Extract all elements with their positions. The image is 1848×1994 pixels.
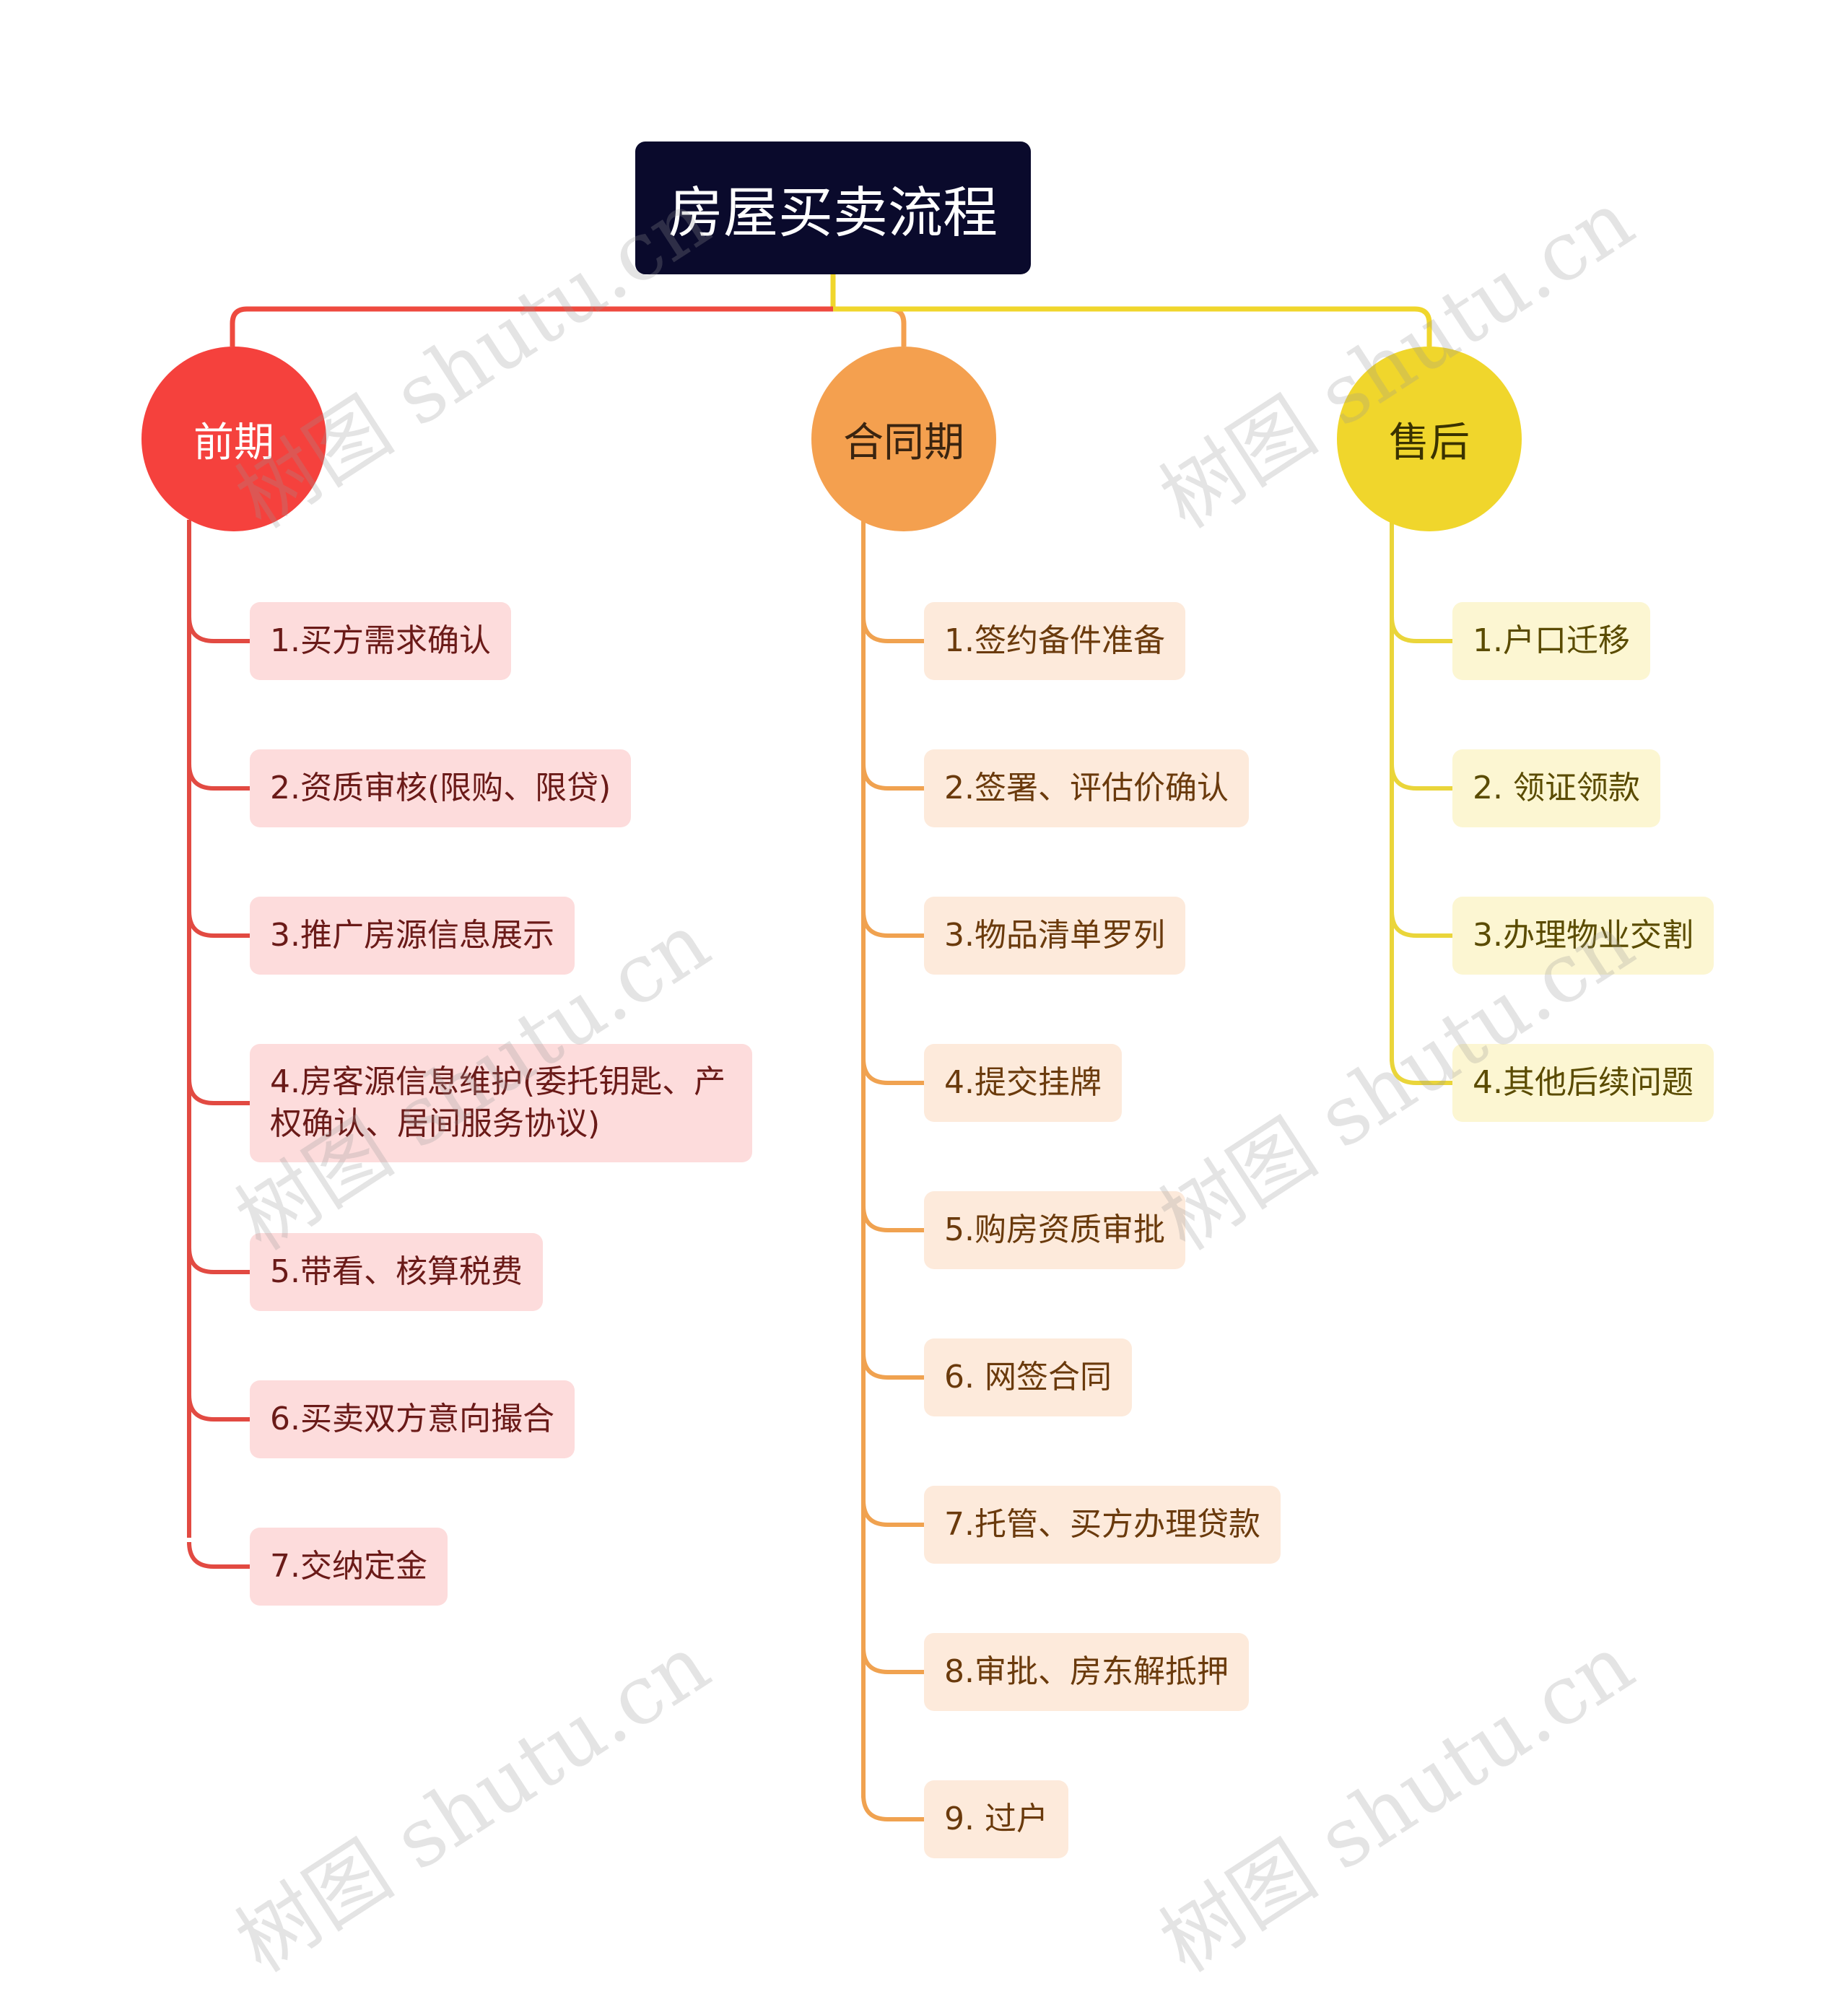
leaf-label: 3.物品清单罗列 [944, 917, 1165, 954]
leaf-node[interactable]: 3.办理物业交割 [1452, 897, 1714, 975]
leaf-label: 5.购房资质审批 [944, 1211, 1165, 1248]
leaf-node[interactable]: 2.资质审核(限购、限贷) [250, 749, 632, 827]
leaf-label: 5.带看、核算税费 [270, 1253, 523, 1290]
leaf-node[interactable]: 6.买卖双方意向撮合 [250, 1380, 575, 1458]
branch-label: 合同期 [843, 419, 964, 466]
leaf-label: 1.户口迁移 [1473, 622, 1630, 659]
leaf-label: 1.签约备件准备 [944, 622, 1165, 659]
leaf-label: 2. 领证领款 [1473, 770, 1640, 806]
leaf-node[interactable]: 1.户口迁移 [1452, 602, 1650, 680]
leaf-node[interactable]: 2. 领证领款 [1452, 749, 1660, 827]
leaf-node[interactable]: 2.签署、评估价确认 [924, 749, 1249, 827]
leaf-node[interactable]: 4.提交挂牌 [924, 1044, 1122, 1122]
branch-hetongqi[interactable]: 合同期 [811, 347, 996, 531]
leaf-node[interactable]: 4.房客源信息维护(委托钥匙、产权确认、居间服务协议) [250, 1044, 752, 1162]
leaf-label: 3.推广房源信息展示 [270, 917, 554, 954]
leaf-node[interactable]: 3.推广房源信息展示 [250, 897, 575, 975]
leaf-node[interactable]: 7.交纳定金 [250, 1528, 448, 1606]
branch-shouhou[interactable]: 售后 [1337, 347, 1522, 531]
leaf-node[interactable]: 9. 过户 [924, 1780, 1068, 1858]
leaf-node[interactable]: 6. 网签合同 [924, 1338, 1132, 1416]
leaf-label: 2.签署、评估价确认 [944, 770, 1229, 806]
leaf-label: 6. 网签合同 [944, 1359, 1112, 1396]
leaf-label: 7.交纳定金 [270, 1548, 427, 1585]
branch-label: 前期 [193, 419, 274, 466]
leaf-label: 4.提交挂牌 [944, 1064, 1102, 1101]
leaf-label: 8.审批、房东解抵押 [944, 1653, 1229, 1690]
leaf-node[interactable]: 3.物品清单罗列 [924, 897, 1185, 975]
leaf-label: 7.托管、买方办理贷款 [944, 1506, 1260, 1543]
leaf-node[interactable]: 4.其他后续问题 [1452, 1044, 1714, 1122]
leaf-node[interactable]: 5.购房资质审批 [924, 1191, 1185, 1269]
leaf-label: 9. 过户 [944, 1801, 1048, 1837]
leaf-node[interactable]: 1.签约备件准备 [924, 602, 1185, 680]
leaf-node[interactable]: 5.带看、核算税费 [250, 1233, 543, 1311]
leaf-label: 6.买卖双方意向撮合 [270, 1401, 554, 1437]
leaf-label: 1.买方需求确认 [270, 622, 491, 659]
leaf-label: 3.办理物业交割 [1473, 917, 1694, 954]
leaf-label: 2.资质审核(限购、限贷) [270, 770, 611, 806]
branch-qianqi[interactable]: 前期 [141, 347, 326, 531]
leaf-label: 4.房客源信息维护(委托钥匙、产权确认、居间服务协议) [270, 1063, 726, 1142]
leaf-node[interactable]: 7.托管、买方办理贷款 [924, 1486, 1281, 1564]
root-title: 房屋买卖流程 [668, 180, 998, 245]
branch-label: 售后 [1389, 419, 1470, 466]
leaf-label: 4.其他后续问题 [1473, 1064, 1694, 1101]
leaf-node[interactable]: 8.审批、房东解抵押 [924, 1633, 1249, 1711]
leaf-node[interactable]: 1.买方需求确认 [250, 602, 511, 680]
root-topic[interactable]: 房屋买卖流程 [635, 142, 1031, 274]
